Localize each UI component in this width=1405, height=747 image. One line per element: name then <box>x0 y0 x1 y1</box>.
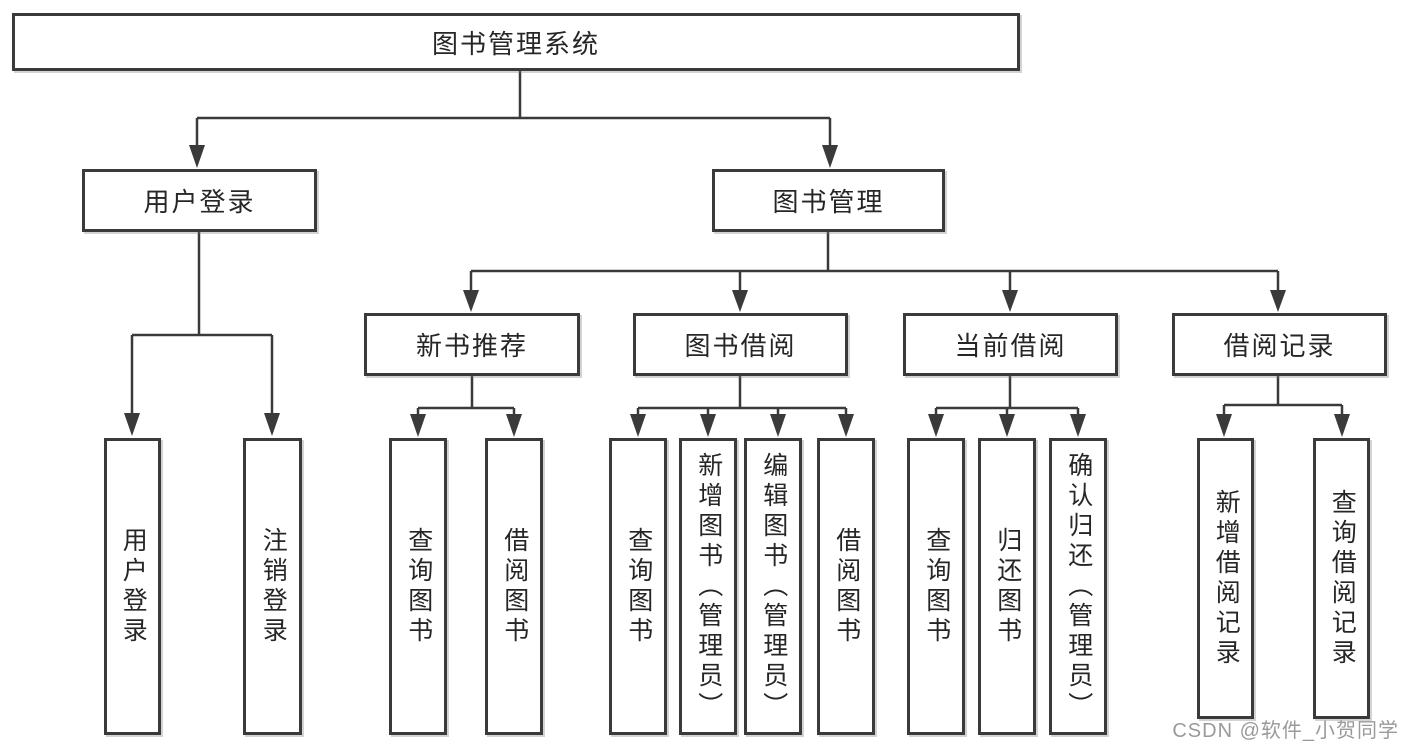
leaf-records-add-record-label: 新增借阅记录 <box>1212 488 1241 669</box>
connector-user-login-children <box>130 232 274 413</box>
connector-root-to-level2 <box>195 71 832 145</box>
node-user-login-label: 用户登录 <box>143 187 256 217</box>
node-root-label: 图书管理系统 <box>431 28 600 59</box>
leaf-current-return-books: 归还图书 <box>978 438 1036 735</box>
arrowheads-root-to-level2 <box>189 145 838 168</box>
connector-borrow-records-children <box>1222 376 1344 414</box>
node-book-mgmt: 图书管理 <box>712 169 945 232</box>
node-root: 图书管理系统 <box>12 13 1020 71</box>
node-book-borrow-label: 图书借阅 <box>684 331 797 361</box>
leaf-current-query-books-label: 查询图书 <box>922 526 951 647</box>
leaf-borrow-query-books: 查询图书 <box>609 438 667 735</box>
leaf-current-return-books-label: 归还图书 <box>993 526 1022 647</box>
leaf-rec-borrow-books: 借阅图书 <box>485 438 543 735</box>
arrowheads-borrow-records-children <box>1216 414 1350 437</box>
leaf-login-logout-label: 注销登录 <box>259 526 288 647</box>
csdn-watermark: CSDN @软件_小贺同学 <box>1172 720 1399 742</box>
leaf-borrow-add-books-admin: 新增图书（管理员） <box>679 438 737 735</box>
arrowheads-user-login-children <box>124 413 280 436</box>
leaf-rec-query-books-label: 查询图书 <box>404 526 433 647</box>
node-new-book-rec: 新书推荐 <box>364 313 580 376</box>
leaf-rec-query-books: 查询图书 <box>389 438 447 735</box>
node-book-mgmt-label: 图书管理 <box>772 187 885 217</box>
connector-current-borrow-children <box>934 376 1080 414</box>
leaf-current-query-books: 查询图书 <box>907 438 965 735</box>
connector-book-mgmt-children <box>469 232 1280 290</box>
leaf-login-user-login: 用户登录 <box>104 438 161 735</box>
node-current-borrow-label: 当前借阅 <box>954 331 1067 361</box>
leaf-current-confirm-return-admin: 确认归还（管理员） <box>1049 438 1107 735</box>
leaf-borrow-edit-books-admin: 编辑图书（管理员） <box>744 438 802 735</box>
leaf-login-logout: 注销登录 <box>243 438 302 735</box>
leaf-records-query-record: 查询借阅记录 <box>1313 438 1370 719</box>
leaf-borrow-borrow-books-label: 借阅图书 <box>832 526 861 647</box>
leaf-rec-borrow-books-label: 借阅图书 <box>500 526 529 647</box>
node-current-borrow: 当前借阅 <box>903 313 1118 376</box>
arrowheads-current-borrow-children <box>928 414 1086 437</box>
connector-new-book-rec-children <box>416 376 516 414</box>
leaf-current-confirm-return-admin-label: 确认归还（管理员） <box>1064 451 1093 722</box>
arrowheads-new-book-rec-children <box>410 414 522 437</box>
node-user-login: 用户登录 <box>82 169 317 232</box>
node-book-borrow: 图书借阅 <box>633 313 848 376</box>
leaf-records-query-record-label: 查询借阅记录 <box>1328 488 1357 669</box>
leaf-borrow-borrow-books: 借阅图书 <box>817 438 875 735</box>
node-new-book-rec-label: 新书推荐 <box>415 331 528 361</box>
leaf-borrow-add-books-admin-label: 新增图书（管理员） <box>694 451 723 722</box>
node-borrow-records-label: 借阅记录 <box>1223 331 1336 361</box>
node-borrow-records: 借阅记录 <box>1172 313 1387 376</box>
leaf-borrow-edit-books-admin-label: 编辑图书（管理员） <box>759 451 788 722</box>
leaf-borrow-query-books-label: 查询图书 <box>624 526 653 647</box>
leaf-login-user-login-label: 用户登录 <box>119 526 148 647</box>
arrowheads-book-borrow-children <box>630 414 854 437</box>
connector-book-borrow-children <box>636 376 848 414</box>
leaf-records-add-record: 新增借阅记录 <box>1197 438 1254 719</box>
arrowheads-book-mgmt-children <box>463 290 1286 312</box>
